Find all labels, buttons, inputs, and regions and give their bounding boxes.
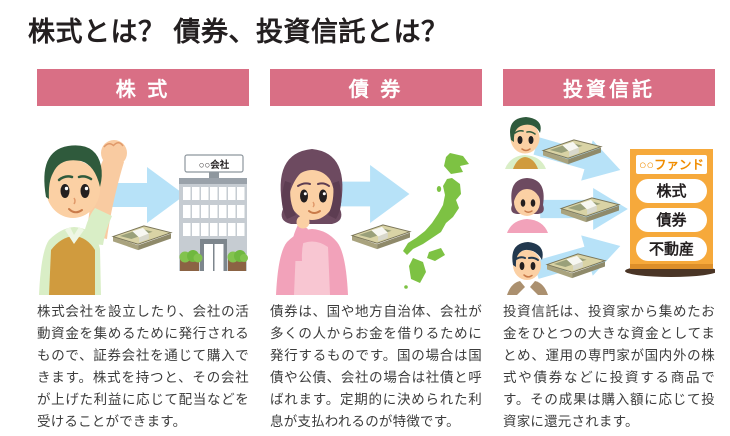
bond-header: 債 券 (270, 69, 482, 106)
fund-sign-label: ○○ファンド (639, 158, 704, 172)
fund-illustration-svg: ○○ファンド 株式 債券 不動産 (505, 117, 715, 295)
investor-woman-icon (507, 178, 548, 233)
bond-illustration-svg (276, 149, 469, 295)
bond-description: 債券は、国や地方自治体、会社が多くの人からお金を借りるために発行するものです。国… (270, 304, 482, 429)
investor-man-navy-icon (507, 242, 548, 295)
fund-board-icon: ○○ファンド 株式 債券 不動産 (625, 149, 715, 277)
fund-description: 投資信託は、投資家から集めたお金をひとつの大きな資金としてまとめ、運用の専門家が… (503, 304, 715, 429)
japan-map-icon (403, 153, 469, 289)
column-fund: 投資信託 (503, 69, 715, 433)
money-bundle-icon (351, 224, 411, 250)
stock-illustration-svg: ○○会社 (39, 140, 248, 295)
building-sign-label: ○○会社 (199, 159, 230, 171)
investor-man-icon (505, 117, 546, 169)
fund-item-bond-label: 債券 (655, 211, 687, 229)
column-stock: 株 式 (37, 69, 249, 433)
fund-illustration: ○○ファンド 株式 債券 不動産 (503, 109, 715, 295)
investor-woman-icon (276, 149, 348, 295)
stock-description: 株式会社を設立したり、会社の活動資金を集めるために発行されるもので、証券会社を通… (37, 304, 249, 429)
company-building-icon: ○○会社 (179, 154, 248, 271)
money-bundle-icon (112, 225, 172, 251)
stock-header: 株 式 (37, 69, 249, 106)
columns-container: 株 式 (37, 69, 716, 433)
column-bond: 債 券 (270, 69, 482, 433)
investor-man-icon (39, 140, 127, 295)
fund-item-stock-label: 株式 (656, 182, 686, 200)
page-title: 株式とは？ 債券、投資信託とは？ (28, 17, 449, 47)
fund-header: 投資信託 (503, 69, 715, 106)
stock-illustration: ○○会社 (37, 109, 249, 295)
bond-illustration (270, 109, 482, 295)
fund-item-realestate-label: 不動産 (649, 240, 694, 258)
